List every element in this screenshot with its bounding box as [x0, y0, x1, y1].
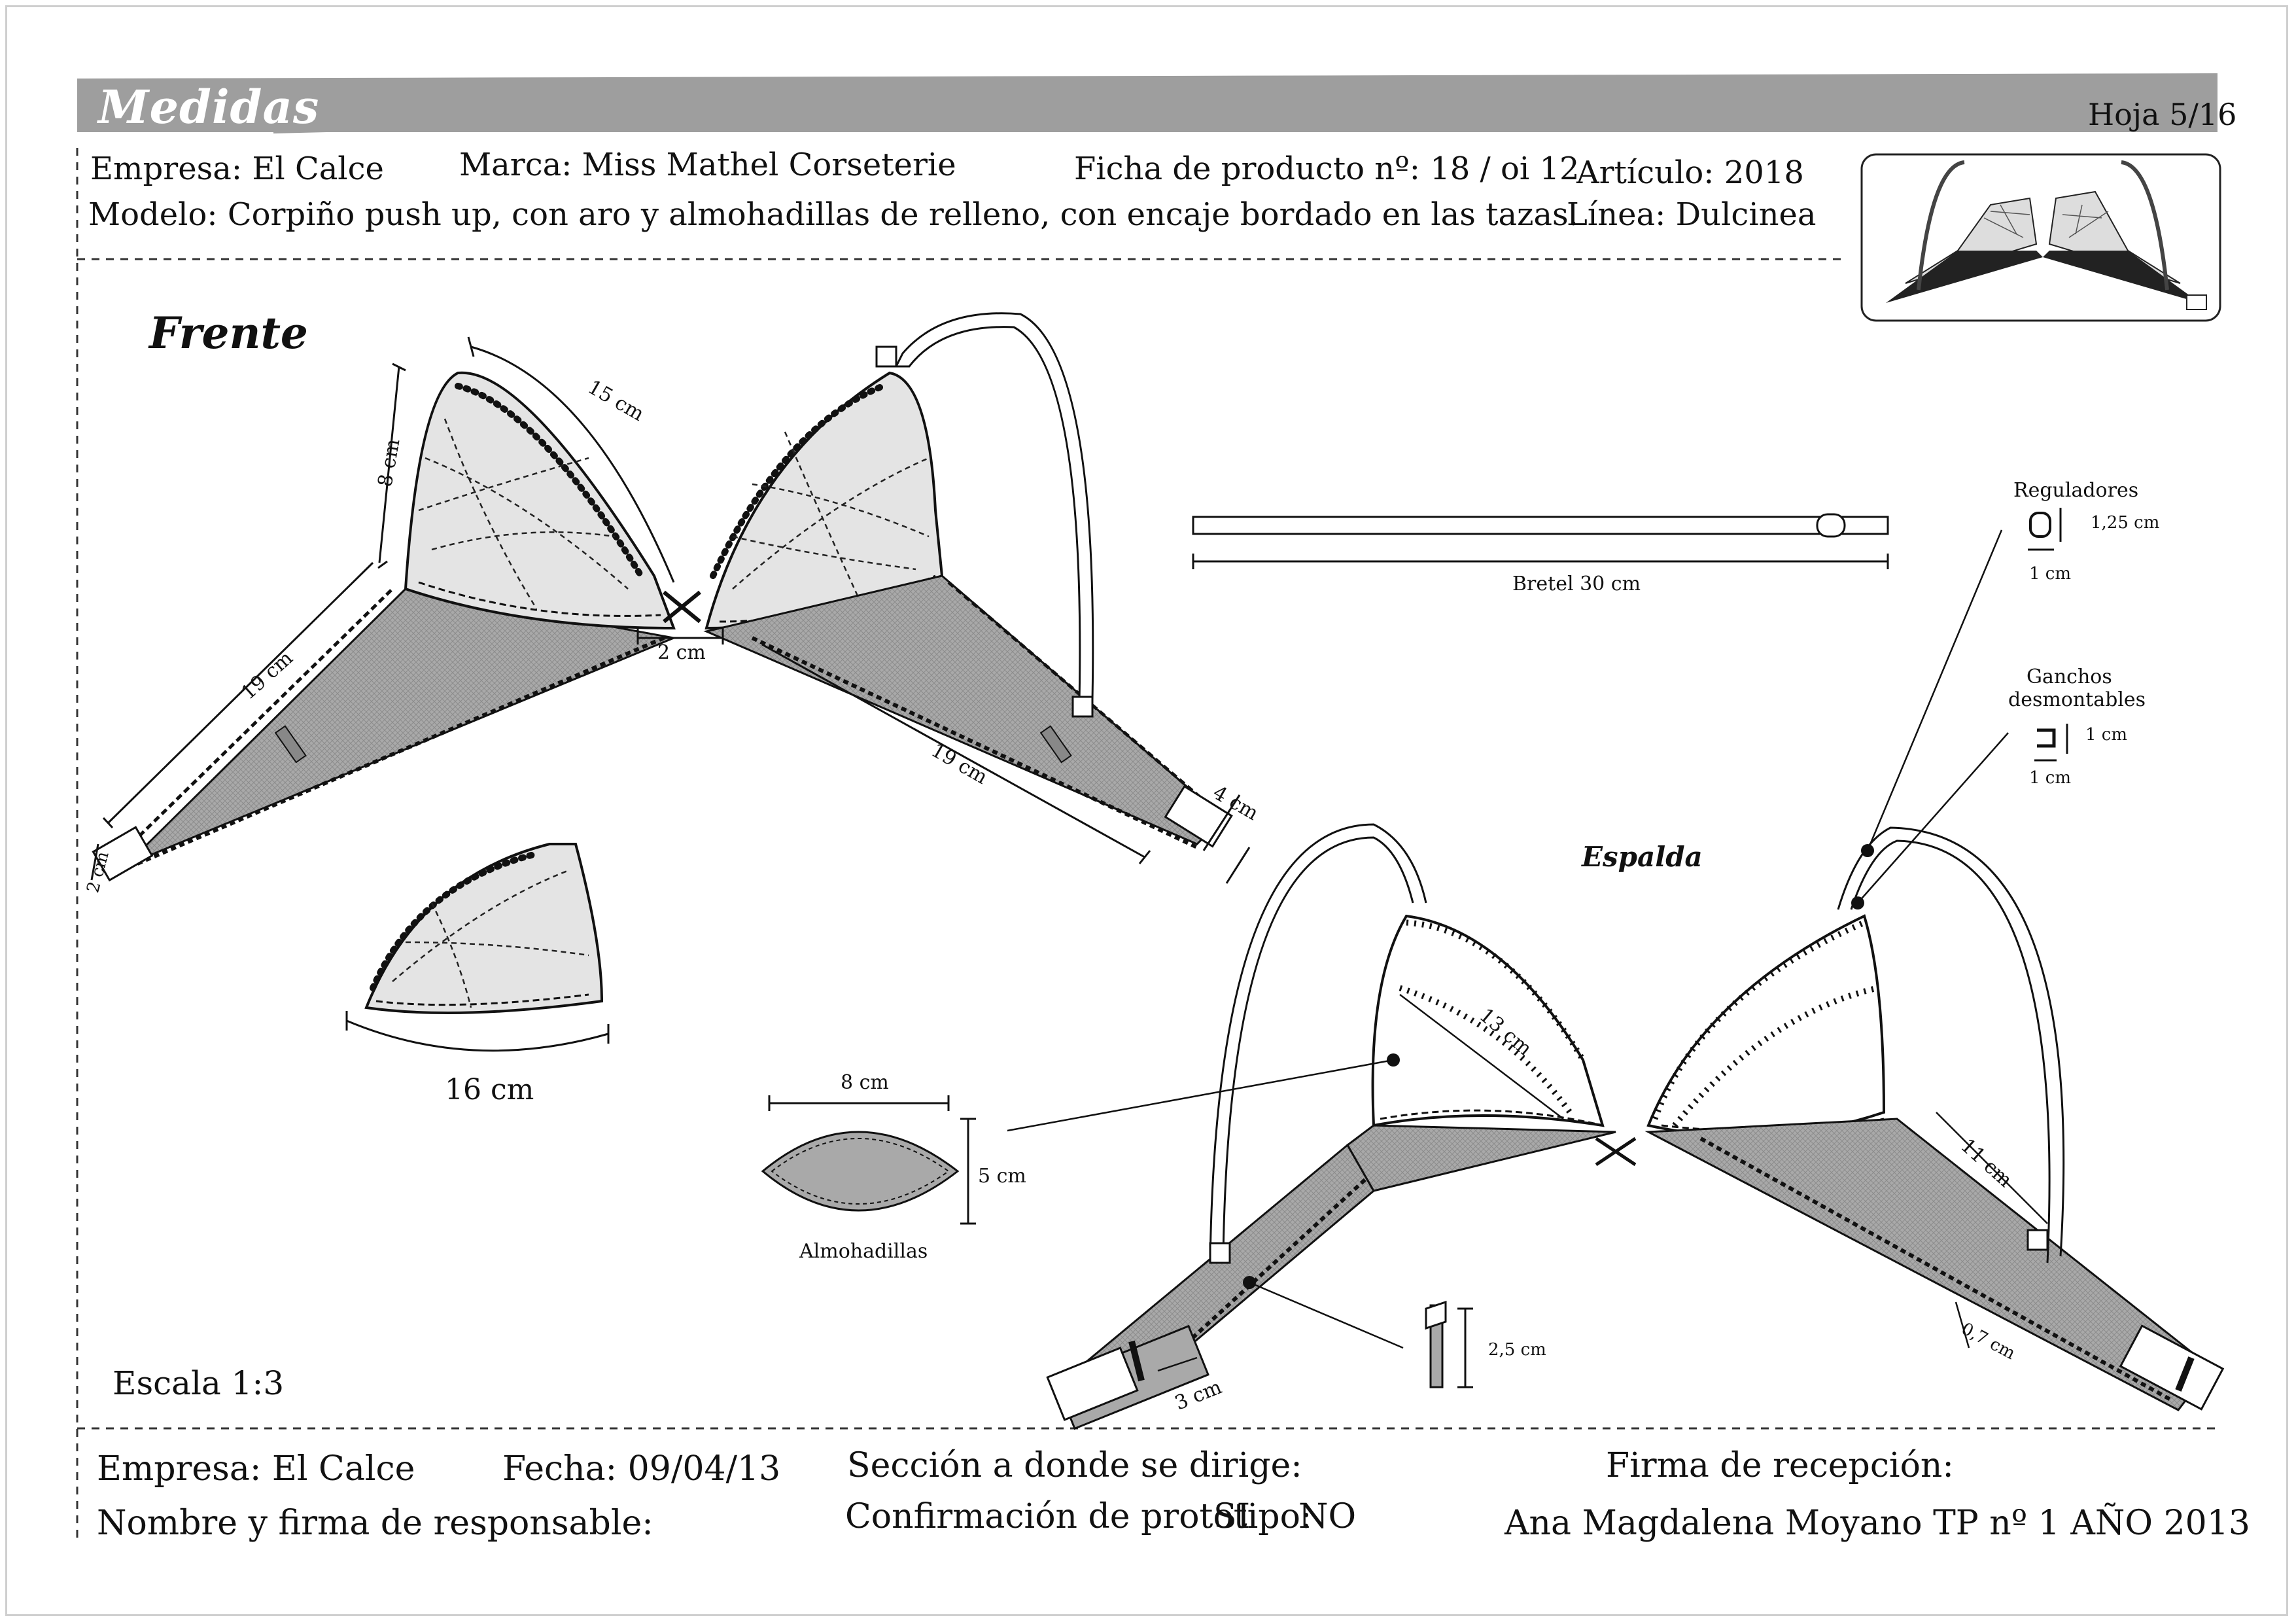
footer-yes: SI	[1213, 1497, 1251, 1536]
regulator-width: 1 cm	[2029, 564, 2072, 584]
title-bar	[77, 73, 2218, 133]
dim-cup-base: 16 cm	[445, 1073, 534, 1106]
footer-no: NO	[1298, 1497, 1357, 1536]
hook-height: 1 cm	[2085, 725, 2128, 745]
page-title: Medidas	[98, 80, 320, 134]
regulators-label: Reguladores	[2013, 479, 2139, 502]
footer-section: Sección a donde se dirige:	[847, 1446, 1302, 1485]
thumbnail-image	[1860, 153, 2221, 322]
front-title: Frente	[149, 308, 308, 359]
footer-signature: Firma de recepción:	[1606, 1446, 1954, 1485]
pads-label: Almohadillas	[799, 1240, 928, 1263]
company-label: Empresa: El Calce	[90, 150, 384, 187]
footer-date: Fecha: 09/04/13	[502, 1449, 781, 1489]
strap-drawing	[1192, 513, 1889, 569]
regulator-icon	[2028, 508, 2062, 551]
sheet-number: Hoja 5/16	[2088, 97, 2237, 132]
footer-responsible: Nombre y firma de responsable:	[97, 1504, 653, 1543]
strap-label: Bretel 30 cm	[1512, 573, 1641, 595]
footer-author: Ana Magdalena Moyano TP nº 1 AÑO 2013	[1505, 1504, 2250, 1543]
pad-drawing	[761, 1095, 976, 1225]
pad-width: 8 cm	[841, 1071, 889, 1094]
regulator-height: 1,25 cm	[2091, 513, 2160, 533]
hook-width: 1 cm	[2029, 768, 2072, 788]
hooks-label-1: Ganchos	[2026, 665, 2112, 688]
footer-prototype: Confirmación de prototipo:	[845, 1497, 1312, 1536]
back-title: Espalda	[1582, 841, 1703, 873]
hooks-label-2: desmontables	[2008, 688, 2146, 711]
sheet-border	[5, 5, 2288, 1616]
dim-ring: 2,5 cm	[1488, 1340, 1546, 1360]
model-label: Modelo: Corpiño push up, con aro y almoh…	[88, 196, 1578, 233]
footer-company: Empresa: El Calce	[97, 1449, 415, 1489]
hook-icon	[2034, 724, 2068, 762]
dim-center: 2 cm	[657, 641, 706, 664]
scale-label: Escala 1:3	[113, 1364, 285, 1402]
pad-height: 5 cm	[978, 1165, 1026, 1188]
article-label: Artículo: 2018	[1576, 154, 1804, 191]
product-sheet-label: Ficha de producto nº: 18 / oi 12	[1074, 150, 1580, 187]
brand-label: Marca: Miss Mathel Corseterie	[459, 147, 956, 183]
line-label: Línea: Dulcinea	[1567, 196, 1817, 233]
